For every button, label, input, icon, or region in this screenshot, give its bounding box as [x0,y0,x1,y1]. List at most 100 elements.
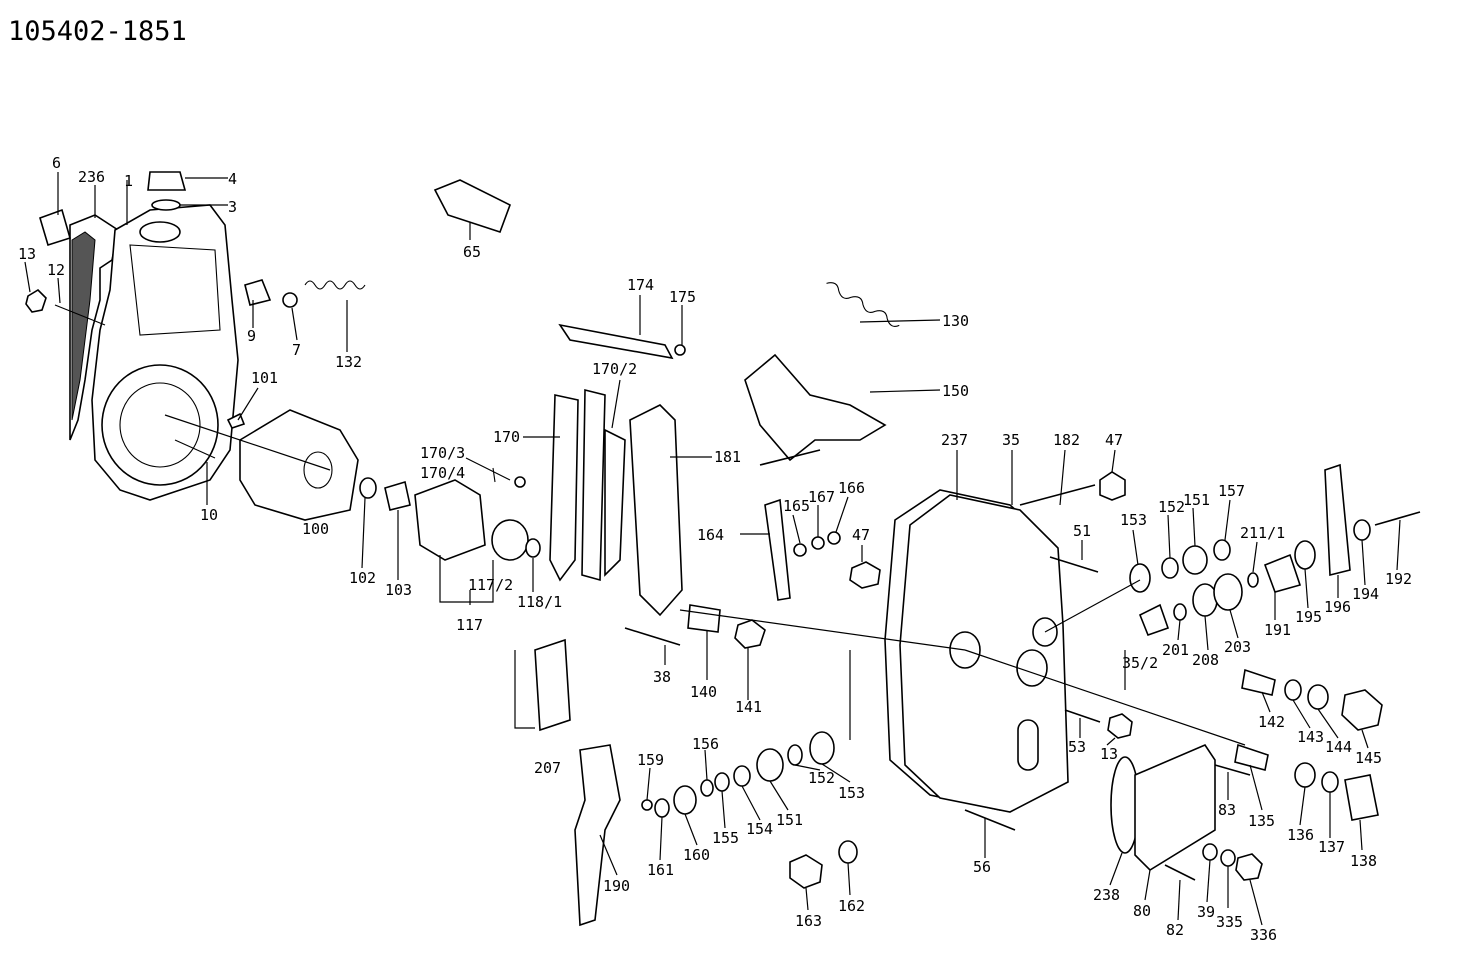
label-117: 117 [456,616,483,634]
label-144: 144 [1325,738,1352,756]
bolt-56 [964,809,1016,831]
label-150: 150 [942,382,969,400]
lever-9 [244,279,272,306]
lever-170-b [581,388,606,582]
plate-80 [1134,744,1216,872]
label-211-1: 211/1 [1240,524,1285,542]
label-182: 182 [1053,431,1080,449]
label-181: 181 [714,448,741,466]
label-154: 154 [746,820,773,838]
washer-143 [1284,679,1302,701]
lever-170-2 [604,428,626,577]
label-166: 166 [838,479,865,497]
label-137: 137 [1318,838,1345,856]
spring-132 [304,280,366,290]
label-65: 65 [463,243,481,261]
bolt-12 [54,304,106,326]
label-159: 159 [637,751,664,769]
label-130: 130 [942,312,969,330]
screw-7 [282,292,298,308]
plug-6 [39,208,71,247]
label-103: 103 [385,581,412,599]
washer-161 [654,798,670,818]
label-165: 165 [783,497,810,515]
bushing-151-b [756,748,784,782]
gasket-shading [71,231,96,421]
governor-housing-group [25,171,541,561]
label-83: 83 [1218,801,1236,819]
bolt-83 [1214,764,1251,776]
label-238: 238 [1093,886,1120,904]
drawing-number: 105402-1851 [8,16,187,47]
label-170-3: 170/3 [420,444,465,462]
ring-155 [714,772,730,792]
bolt-53 [1064,709,1101,723]
label-163: 163 [795,912,822,930]
label-164: 164 [697,526,724,544]
pin-182 [1019,484,1096,506]
lever-196 [1324,463,1351,577]
lever-150 [744,353,887,462]
sleeve-103 [384,480,411,511]
plate-174 [558,323,674,360]
lever-group [492,282,900,732]
ring-157 [1213,539,1231,561]
housing-bore-inner [119,382,201,468]
label-237: 237 [941,431,968,449]
label-80: 80 [1133,902,1151,920]
lever-190 [574,744,621,927]
spring-130 [826,282,900,327]
screw-175 [674,344,686,356]
nut-13-b [1107,713,1133,739]
label-170-4: 170/4 [420,464,465,482]
bearing-117-2 [491,519,529,561]
label-47-b: 47 [1105,431,1123,449]
ring-153-a [1129,563,1151,593]
label-201: 201 [1162,641,1189,659]
label-38: 38 [653,668,671,686]
plug-4 [147,171,187,191]
nut-47-b [1099,471,1126,501]
label-167: 167 [808,488,835,506]
housing-top-port [139,221,181,243]
label-136: 136 [1287,826,1314,844]
flyweight-hub [303,451,333,489]
label-1: 1 [124,172,133,190]
leader-lines [24,172,1401,926]
cover-bore-b [1016,649,1048,687]
cap-138 [1344,774,1379,821]
washer-165 [793,543,807,557]
washer-137 [1321,771,1339,793]
label-118-1: 118/1 [517,593,562,611]
label-170-2: 170/2 [592,360,637,378]
ring-152-b [787,744,803,766]
label-3: 3 [228,198,237,216]
label-161: 161 [647,861,674,879]
bolt-192 [1374,511,1421,526]
label-35-2: 35/2 [1122,654,1158,672]
label-101: 101 [251,369,278,387]
cap-145 [1341,689,1383,731]
shaft-150 [759,449,821,466]
bolt-82 [1164,864,1196,881]
label-191: 191 [1264,621,1291,639]
bushing-151-a [1182,545,1208,575]
cover-group [849,463,1421,881]
label-190: 190 [603,877,630,895]
spring-154 [733,765,751,787]
nut-166 [827,531,841,545]
label-53: 53 [1068,738,1086,756]
cover-slot [1017,719,1039,771]
link-181 [629,404,683,617]
lever-164 [764,498,791,601]
label-47-a: 47 [852,526,870,544]
label-153-a: 153 [1120,511,1147,529]
sleeve-65 [433,179,511,233]
washer-335 [1220,849,1236,867]
label-12: 12 [47,261,65,279]
label-203: 203 [1224,638,1251,656]
label-82: 82 [1166,921,1184,939]
label-7: 7 [292,341,301,359]
washer-167 [811,536,825,550]
